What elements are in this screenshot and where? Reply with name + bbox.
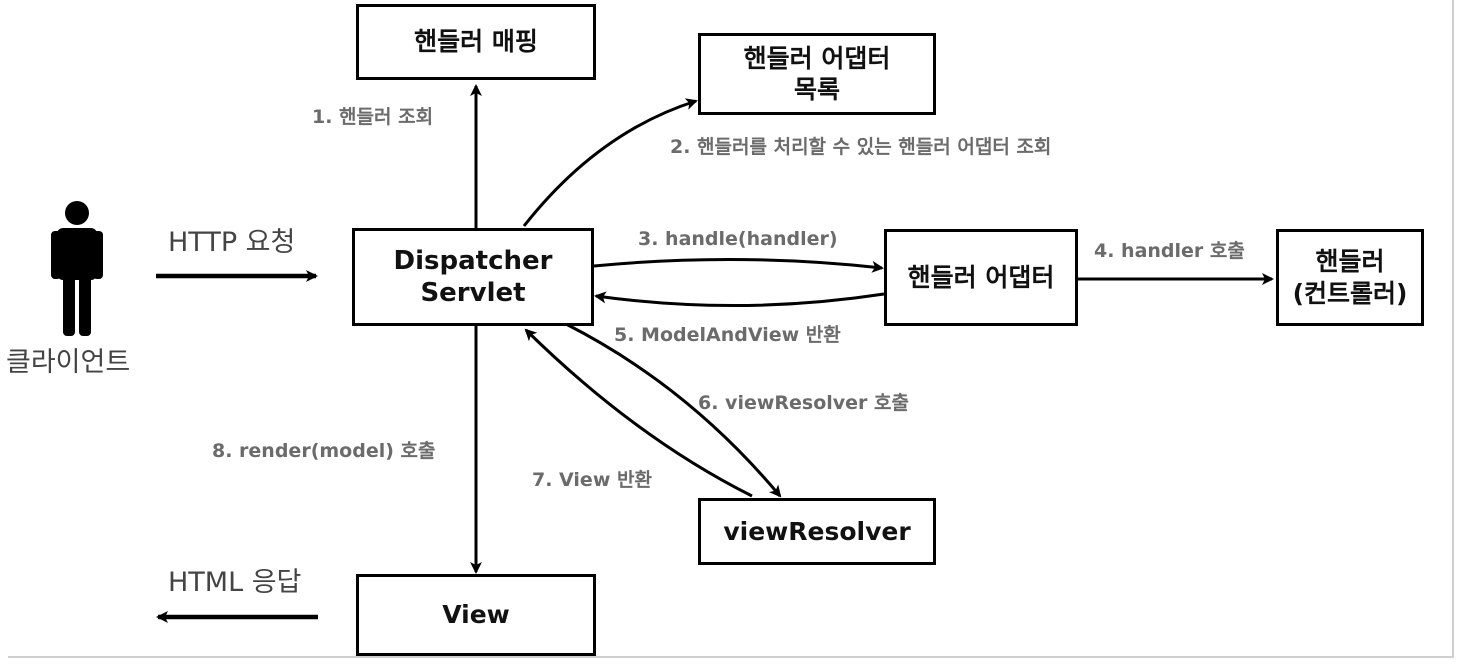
- node-dispatcher-label-2: Servlet: [420, 278, 526, 308]
- node-view-label: View: [442, 600, 510, 630]
- label-step6: 6. viewResolver 호출: [698, 392, 909, 414]
- node-adapter-list-label-1: 핸들러 어댑터: [743, 43, 891, 73]
- diagram-frame: [8, 0, 1454, 658]
- node-handler: 핸들러 (컨트롤러): [1276, 229, 1424, 326]
- edge-step6: [565, 322, 782, 498]
- person-icon: [51, 201, 103, 336]
- node-dispatcher-label-1: Dispatcher: [393, 245, 553, 276]
- node-view: View: [356, 574, 596, 656]
- node-adapter-list: 핸들러 어댑터 목록: [698, 33, 936, 115]
- label-step2: 2. 핸들러를 처리할 수 있는 핸들러 어댑터 조회: [670, 136, 1052, 158]
- node-handler-mapping: 핸들러 매핑: [356, 4, 596, 80]
- node-view-resolver-label: viewResolver: [723, 516, 911, 546]
- node-handler-adapter-label: 핸들러 어댑터: [907, 262, 1055, 292]
- node-handler-label-1: 핸들러: [1315, 247, 1385, 277]
- edge-step2: [522, 98, 698, 227]
- node-handler-mapping-label: 핸들러 매핑: [414, 27, 538, 57]
- node-handler-adapter: 핸들러 어댑터: [884, 229, 1078, 326]
- label-http-request: HTTP 요청: [168, 227, 296, 258]
- label-step3: 3. handle(handler): [638, 228, 838, 250]
- label-step1: 1. 핸들러 조회: [312, 106, 434, 128]
- edge-step3: [593, 257, 884, 273]
- label-step4: 4. handler 호출: [1094, 240, 1245, 262]
- node-adapter-list-label-2: 목록: [793, 75, 840, 104]
- label-step8: 8. render(model) 호출: [212, 440, 436, 462]
- edge-step5: [594, 291, 885, 307]
- label-step5: 5. ModelAndView 반환: [614, 324, 841, 346]
- node-view-resolver: viewResolver: [698, 498, 936, 565]
- label-html-response: HTML 응답: [168, 567, 302, 598]
- node-dispatcher-servlet: Dispatcher Servlet: [352, 228, 594, 326]
- node-handler-label-2: (컨트롤러): [1292, 278, 1408, 308]
- label-client: 클라이언트: [6, 347, 131, 378]
- edge-step7: [524, 328, 753, 498]
- label-step7: 7. View 반환: [532, 469, 652, 491]
